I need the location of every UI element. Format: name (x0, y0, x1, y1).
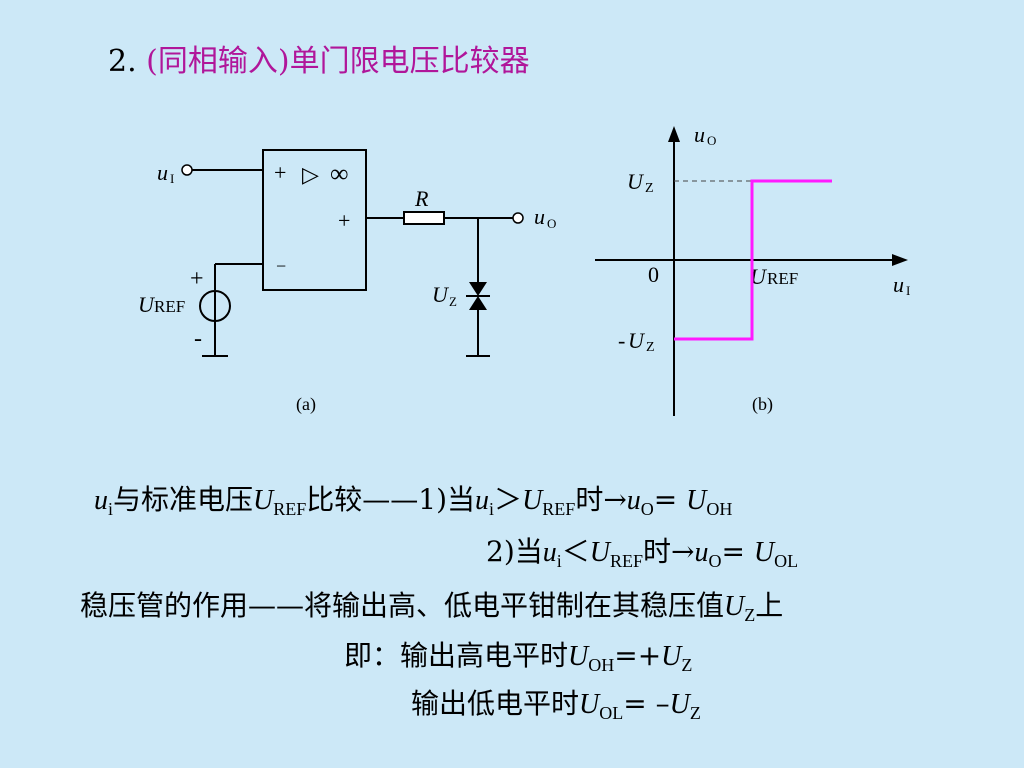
ref-minus: - (194, 326, 202, 352)
l2-op: ＜ (561, 535, 590, 568)
input-label: u (157, 160, 168, 185)
l2-u-sub: i (556, 551, 562, 571)
output-terminal (512, 212, 524, 224)
l2-eq: = (721, 535, 754, 568)
slide-title: 2. (同相输入)单门限电压比较器 (108, 36, 530, 80)
input-terminal (181, 164, 193, 176)
l5-U-sub: OL (599, 703, 624, 723)
l5-U2-sub: Z (689, 703, 701, 723)
l1-t3: 时→ (575, 483, 627, 516)
x-axis-label-sub: I (906, 283, 910, 298)
opamp-plus-output: + (338, 208, 350, 233)
opamp-box (262, 149, 367, 291)
l2-U-sub: REF (610, 551, 644, 571)
text-line-3: 稳压管的作用——将输出高、低电平钳制在其稳压值UZ上 (80, 584, 783, 626)
title-paren-open: ( (146, 44, 158, 79)
l3-t1: 稳压管的作用——将输出高、低电平钳制在其稳压值 (80, 589, 725, 622)
title-paren-close: ) (277, 44, 290, 79)
l1-U3: U (686, 485, 707, 516)
transfer-graph: u O u I 0 U Z - U Z U REF (b) (595, 122, 910, 416)
neg-uz-label: U (628, 328, 646, 353)
l1-u3-sub: O (640, 499, 654, 519)
uref-label-sub: REF (767, 269, 798, 288)
y-axis-label: u (694, 122, 705, 147)
opamp-infinity-icon: ∞ (330, 159, 349, 188)
l5-U: U (579, 689, 600, 720)
output-label: u (534, 204, 545, 229)
text-line-1: ui与标准电压UREF比较——1)当ui＞UREF时→uO= UOH (94, 478, 732, 520)
l1-U-sub: REF (273, 499, 307, 519)
l2-u2-sub: O (708, 551, 722, 571)
l5-t1: 输出低电平时 (411, 687, 580, 720)
output-label-sub: O (547, 216, 556, 231)
l4-eq: =+ (614, 639, 662, 672)
l4-U2-sub: Z (681, 655, 693, 675)
l1-u3: u (626, 485, 641, 516)
l5-U2: U (669, 689, 690, 720)
l3-U: U (724, 591, 745, 622)
l3-U-sub: Z (744, 605, 756, 625)
ref-label: U (138, 292, 156, 317)
l1-op: ＞ (494, 483, 523, 516)
l1-eq: = (653, 483, 687, 516)
zener-diode-icon (466, 282, 490, 310)
input-label-sub: I (170, 171, 174, 186)
ref-plus: + (190, 266, 204, 292)
title-paren-text: 同相输入 (157, 44, 278, 79)
l1-u2: u (475, 485, 490, 516)
l4-U2: U (661, 641, 682, 672)
l1-U: U (253, 485, 274, 516)
origin-label: 0 (648, 262, 659, 287)
l1-U2-sub: REF (542, 499, 576, 519)
opamp-minus-input: − (276, 256, 286, 276)
l2-u2: u (694, 537, 709, 568)
title-rest: 单门限电压比较器 (289, 44, 530, 79)
l2-t1: 2)当 (486, 535, 543, 568)
l2-U2: U (753, 537, 775, 568)
l4-U: U (568, 641, 589, 672)
l4-t1: 即：输出高电平时 (344, 639, 569, 672)
resistor (403, 211, 445, 225)
title-number: 2. (108, 44, 137, 79)
ref-label-sub: REF (154, 297, 185, 316)
neg-uz-prefix: - (618, 328, 625, 353)
uz-label: U (627, 169, 645, 194)
l2-t2: 时→ (643, 535, 695, 568)
l1-U3-sub: OH (706, 499, 733, 519)
l1-t1: 与标准电压 (113, 483, 254, 516)
l2-U2-sub: OL (774, 551, 799, 571)
circuit-diagram: u I + ▷ ∞ + − R u O (138, 149, 556, 415)
caption-a: (a) (296, 394, 316, 415)
zener-label: U (432, 282, 450, 307)
figure-canvas: u I + ▷ ∞ + − R u O (138, 122, 910, 416)
l5-eq: = – (623, 687, 670, 720)
l3-t2: 上 (755, 589, 784, 622)
resistor-label: R (414, 186, 429, 211)
uref-label: U (750, 264, 768, 289)
l1-u2-sub: i (489, 499, 495, 519)
y-axis-label-sub: O (707, 133, 716, 148)
l4-U-sub: OH (588, 655, 615, 675)
zener-label-sub: Z (449, 294, 457, 309)
y-axis-arrow-icon (668, 126, 680, 142)
text-line-5: 输出低电平时UOL= –UZ (411, 682, 701, 724)
neg-uz-label-sub: Z (646, 340, 655, 355)
caption-b: (b) (752, 394, 773, 415)
opamp-triangle-icon: ▷ (302, 162, 319, 187)
transfer-characteristic-line (674, 179, 832, 341)
x-axis-arrow-icon (892, 254, 908, 266)
l1-u: u (94, 485, 108, 516)
text-line-2: 2)当ui＜UREF时→uO= UOL (486, 530, 798, 572)
l1-u-sub: i (108, 499, 114, 519)
opamp-plus-input: + (274, 160, 286, 185)
l2-U: U (589, 537, 611, 568)
l1-t2: 比较——1)当 (306, 483, 476, 516)
text-line-4: 即：输出高电平时UOH=+UZ (344, 634, 692, 676)
x-axis-label: u (893, 272, 904, 297)
l2-u: u (542, 537, 557, 568)
l1-U2: U (522, 485, 543, 516)
uz-label-sub: Z (645, 181, 654, 196)
